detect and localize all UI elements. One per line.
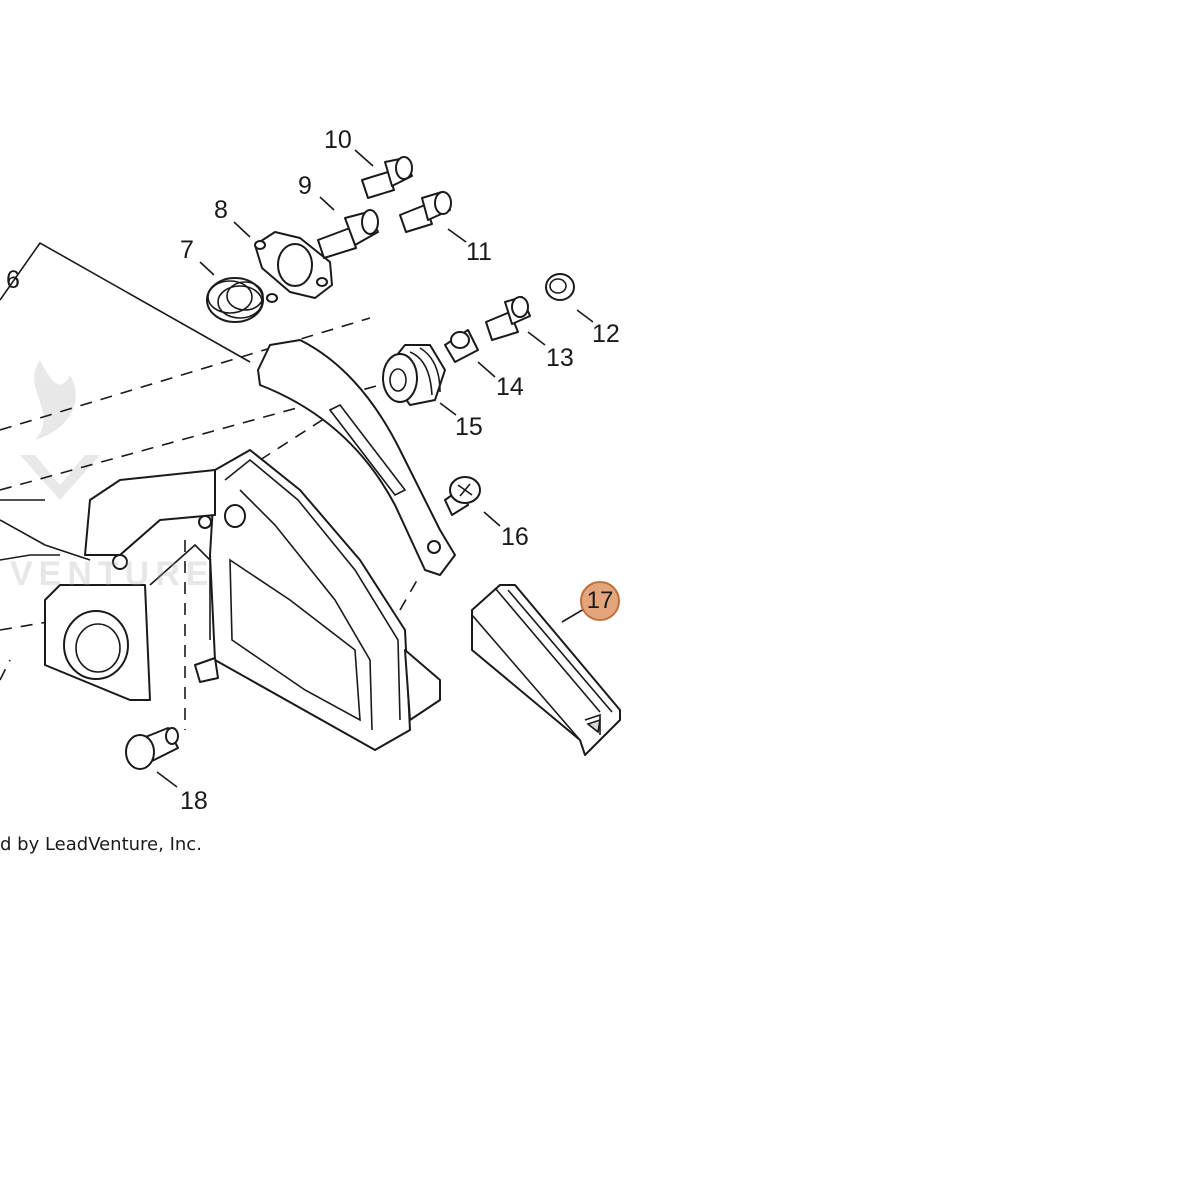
part-17-guard	[471, 584, 621, 756]
part-12-washer	[545, 273, 575, 301]
callout-11[interactable]: 11	[466, 238, 492, 266]
part-16-screw	[444, 476, 481, 516]
dashed-alignment-lines	[0, 317, 421, 730]
part-13-bolt	[485, 296, 531, 341]
watermark-text: VENTURE	[10, 555, 215, 593]
part-6-cover	[257, 339, 456, 576]
callout-10[interactable]: 10	[324, 126, 352, 154]
main-housing	[0, 449, 441, 751]
part-10-bolt	[361, 156, 413, 199]
copyright-notice: d by LeadVenture, Inc.	[0, 834, 202, 855]
watermark-logo	[20, 360, 100, 500]
part-18-plug	[125, 727, 179, 770]
leader-6	[0, 241, 251, 363]
callout-8[interactable]: 8	[214, 196, 228, 224]
callout-18[interactable]: 18	[180, 787, 208, 815]
callout-16[interactable]: 16	[501, 523, 529, 551]
part-7-spring	[206, 277, 278, 323]
callout-15[interactable]: 15	[455, 413, 483, 441]
part-15-mount	[382, 344, 446, 406]
part-11-bolt	[399, 191, 452, 233]
callout-6[interactable]: 6	[6, 266, 20, 294]
callout-9[interactable]: 9	[298, 172, 312, 200]
callout-17-highlighted[interactable]: 17	[580, 581, 620, 621]
part-9-bolt	[317, 209, 379, 259]
callout-14[interactable]: 14	[496, 373, 524, 401]
part-8-plate	[254, 231, 333, 299]
callout-13[interactable]: 13	[546, 344, 574, 372]
callout-12[interactable]: 12	[592, 320, 620, 348]
callout-leaders	[156, 149, 594, 788]
part-14-sleeve	[444, 329, 479, 363]
callout-7[interactable]: 7	[180, 236, 194, 264]
